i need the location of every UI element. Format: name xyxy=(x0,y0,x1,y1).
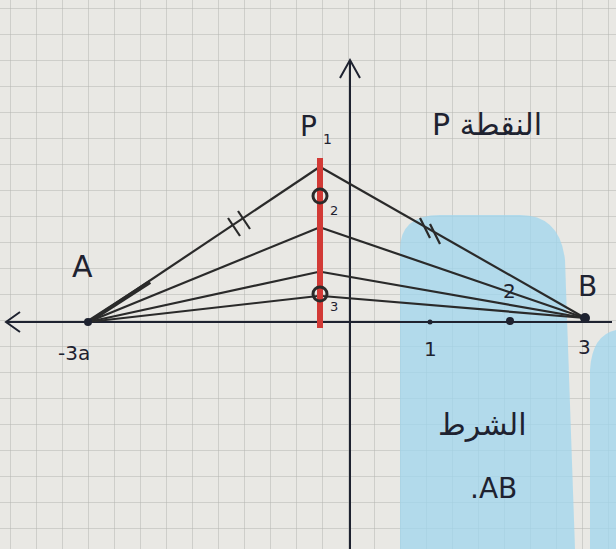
equal-mark xyxy=(420,218,430,238)
segment xyxy=(88,168,318,322)
point-marker xyxy=(313,189,327,203)
point-label: A xyxy=(72,250,93,283)
tick-label: 3 xyxy=(578,336,591,358)
subscript: 2 xyxy=(330,204,338,218)
arabic-note: الشرط xyxy=(438,408,527,441)
y-axis xyxy=(349,60,351,549)
tick-dot xyxy=(506,317,514,325)
subscript: 1 xyxy=(323,132,332,147)
tick-dot xyxy=(428,320,433,325)
equal-mark xyxy=(238,211,250,229)
equal-mark xyxy=(430,224,440,244)
tick-label: 1 xyxy=(424,338,437,360)
watermark-shape xyxy=(590,330,616,549)
segment xyxy=(322,168,585,318)
watermark-shape xyxy=(400,215,575,549)
point-label: P xyxy=(300,112,317,143)
axis-arrow xyxy=(6,312,20,332)
segment xyxy=(88,282,150,322)
subscript: 3 xyxy=(330,300,338,314)
point-b xyxy=(580,313,590,323)
coordinate-label: -3a xyxy=(58,342,90,364)
arabic-note: AB. xyxy=(470,474,517,505)
equal-mark xyxy=(228,218,240,236)
point-a xyxy=(84,318,92,326)
tick-label: 2 xyxy=(503,280,516,302)
point-marker xyxy=(313,287,327,301)
segment xyxy=(88,272,318,322)
segment xyxy=(322,272,585,318)
segment xyxy=(322,296,585,318)
point-label: B xyxy=(578,272,597,303)
construction-lines xyxy=(88,168,585,322)
segment xyxy=(322,228,585,318)
segment xyxy=(88,228,318,322)
arabic-note: النقطة P xyxy=(432,108,542,141)
axis-arrow xyxy=(340,60,360,78)
